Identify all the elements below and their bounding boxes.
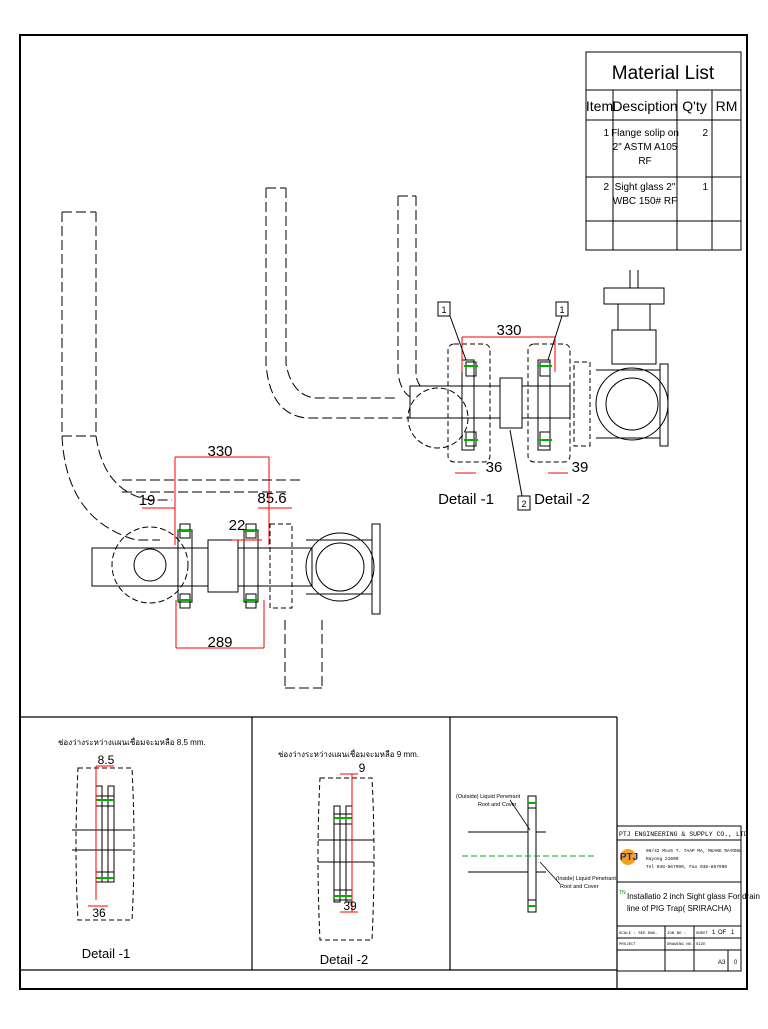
row2-item: 2 (603, 182, 609, 193)
title-block-sheet-no: 1 (712, 930, 716, 936)
balloon-2 (517, 495, 531, 511)
title-block (616, 825, 742, 972)
title-block-phone: Tel 038-867990, Fax 038-867990 (646, 864, 727, 870)
panel2-dim-bottom: 39 (343, 899, 357, 913)
dim-left-289: 289 (207, 634, 232, 651)
dashed-pipe-left (61, 211, 300, 541)
left-sight-glass-assembly (91, 523, 381, 615)
panel3-inside-note-line1: (Inside) Liquid Penetrant (556, 876, 616, 882)
panel2-weld-marks (334, 817, 352, 897)
title-block-project: PROJECT (619, 943, 636, 947)
dim-left-330: 330 (207, 443, 232, 460)
panel1-dimension-lines (88, 765, 114, 907)
panel2-detail-drawing (317, 777, 375, 941)
dashed-pipe-down (284, 620, 323, 689)
panel2-dimension-lines (340, 773, 358, 913)
title-block-job: JOB NO : (667, 932, 686, 936)
panel2-label: Detail -2 (320, 952, 368, 967)
row1-desc-line2: 2" ASTM A105 (613, 142, 678, 153)
dashed-pipe-top (265, 187, 430, 419)
panel3-detail-drawing (468, 795, 546, 913)
left-dimension-lines (142, 456, 292, 649)
dim-left-85-6: 85.6 (257, 490, 286, 507)
right-sight-glass-assembly (407, 270, 669, 451)
panel3-inside-note-line2: Root and Cover (560, 884, 599, 890)
dim-right-330: 330 (496, 322, 521, 339)
panel3-outside-note-line1: (Outside) Liquid Penetrant (456, 794, 521, 800)
title-block-rev: 0 (734, 960, 738, 966)
dim-left-19: 19 (139, 492, 156, 509)
row1-qty: 2 (702, 128, 708, 139)
material-list-table (585, 51, 742, 251)
ptj-logo-text: PTJ (620, 852, 638, 863)
balloon-1-right (555, 301, 569, 317)
dim-left-22: 22 (229, 517, 246, 534)
panel2-dim-top: 9 (359, 761, 366, 775)
title-block-company: PTJ ENGINEERING & SUPPLY CO., LTD (619, 831, 748, 838)
panel1-weld-marks (96, 799, 114, 879)
balloon-2-label: 2 (521, 499, 526, 509)
table-header-item: Item (586, 98, 613, 114)
drawing-border (19, 34, 748, 990)
title-block-sheet-total: 1 (731, 930, 735, 936)
panel2-note: ช่องว่างระหว่างแผนเชื่อมจะมหลือ 9 mm. (278, 748, 419, 759)
row2-desc-line2: WBC 150# RF (613, 196, 677, 207)
material-list-title: Material List (612, 63, 715, 84)
title-block-prefix: TN (619, 890, 626, 896)
title-block-sheet-label: SHEET (696, 932, 709, 936)
table-header-rm: RM (716, 98, 738, 114)
title-block-size-label: SIZE (696, 943, 706, 947)
panel1-dim-bottom: 36 (92, 906, 106, 920)
panel1-note: ช่องว่างระหว่างแผนเชื่อมจะมหลือ 8.5 mm. (58, 736, 206, 747)
row1-item: 1 (603, 128, 609, 139)
dim-right-39: 39 (572, 459, 589, 476)
table-header-qty: Q'ty (682, 98, 706, 114)
title-block-size: A3 (718, 960, 726, 966)
table-header-description: Desciption (612, 98, 677, 114)
title-block-address2: Rayong 21000 (646, 856, 679, 862)
panel1-detail-drawing (72, 767, 135, 921)
balloon-1-right-label: 1 (559, 305, 564, 315)
title-block-address1: 99/42 Moo5 T. TAAP MA, MUANG RAYONG (646, 848, 741, 854)
panel1-label: Detail -1 (82, 946, 130, 961)
panel3-outside-note-line2: Root and Cover (478, 802, 517, 808)
row1-desc-line1: Flange solip on (611, 128, 679, 139)
balloon-1-left-label: 1 (441, 305, 446, 315)
title-block-drawing-no: DRAWING NO. (667, 943, 693, 947)
right-dashed-flange-boxes (447, 343, 571, 463)
right-weld-marks (464, 365, 552, 441)
balloon-leaders (449, 315, 563, 497)
title-block-title-line1: Installatio 2 inch Sight glass For drain (627, 892, 760, 901)
panel3-weld-marks (528, 802, 536, 907)
ptj-logo (620, 849, 636, 865)
row2-desc-line1: Sight glass 2" (615, 182, 676, 193)
title-block-scale: SCALE : SEE DWG. (619, 932, 657, 936)
left-weld-marks (178, 530, 258, 601)
label-detail-1-top: Detail -1 (438, 491, 494, 508)
title-block-title-line2: line of PIG Trap( SRIRACHA) (627, 904, 732, 913)
balloon-1-left (437, 301, 451, 317)
right-dimension-lines (455, 336, 568, 474)
row2-qty: 1 (702, 182, 708, 193)
label-detail-2-top: Detail -2 (534, 491, 590, 508)
title-block-sheet-of: OF (718, 930, 727, 936)
dim-right-36: 36 (486, 459, 503, 476)
panel1-dim-top: 8.5 (98, 753, 115, 767)
row1-desc-line3: RF (638, 156, 651, 167)
panel3-leaders (509, 799, 561, 885)
